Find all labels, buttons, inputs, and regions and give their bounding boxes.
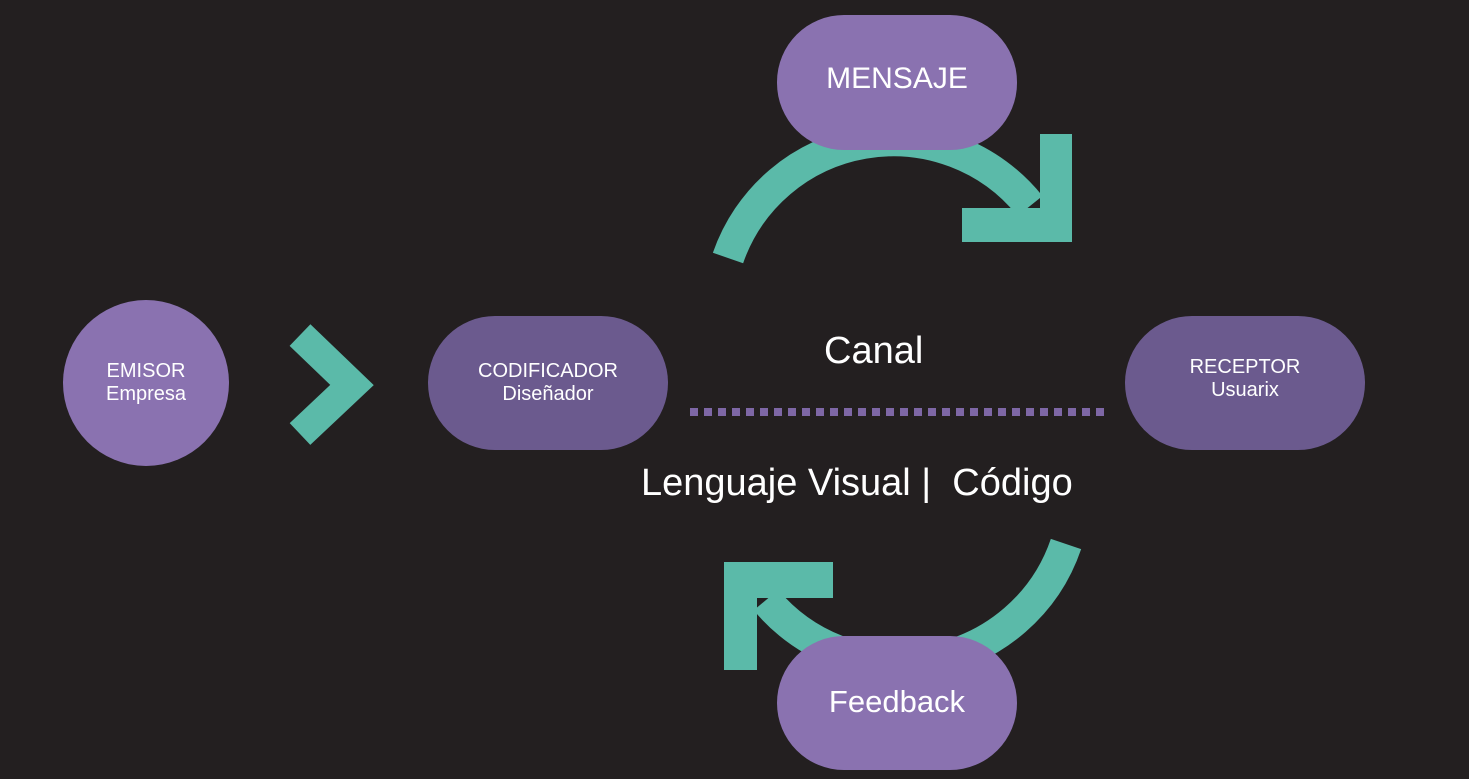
receptor-node: RECEPTOR Usuarix [1125,316,1365,450]
codificador-subtitle: Diseñador [502,383,594,405]
mensaje-title: MENSAJE [826,62,968,96]
feedback-node: Feedback [777,636,1017,770]
emisor-node: EMISOR Empresa [63,300,229,466]
codificador-node: CODIFICADOR Diseñador [428,316,668,450]
emisor-title: EMISOR [106,360,186,382]
feedback-title: Feedback [828,684,966,720]
bottom-arrow-head-icon [724,562,833,670]
emisor-subtitle: Empresa [105,383,187,405]
top-arrow-head-icon [962,134,1072,242]
codificador-title: CODIFICADOR [478,360,618,382]
chevron-right-icon [289,324,374,445]
lenguaje-visual-codigo-label: Lenguaje Visual | Código [641,462,1073,504]
receptor-title: RECEPTOR [1189,356,1301,378]
canal-label: Canal [824,330,924,372]
receptor-subtitle: Usuarix [1211,379,1279,401]
mensaje-node: MENSAJE [777,15,1017,150]
